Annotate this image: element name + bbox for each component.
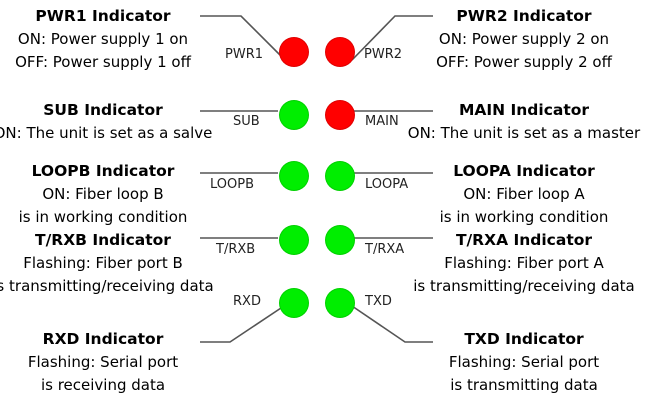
trxb-led	[279, 225, 309, 255]
sub-line-1: ON: The unit is set as a salve	[0, 124, 213, 142]
sub-led	[279, 100, 309, 130]
trxb-led-label: T/RXB	[216, 242, 256, 257]
pwr2-line-2: OFF: Power supply 2 off	[436, 53, 612, 71]
trxa-led	[325, 225, 355, 255]
trxb-description: T/RXB Indicator Flashing: Fiber port B i…	[0, 229, 223, 298]
pwr1-led	[279, 37, 309, 67]
sub-title: SUB Indicator	[43, 101, 163, 119]
txd-title: TXD Indicator	[464, 330, 584, 348]
trxa-line-2: is transmitting/receiving data	[413, 277, 635, 295]
trxa-description: T/RXA Indicator Flashing: Fiber port A i…	[404, 229, 644, 298]
rxd-line-1: Flashing: Serial port	[27, 353, 179, 371]
trxa-title: T/RXA Indicator	[455, 231, 593, 249]
txd-leader-line	[351, 305, 433, 343]
loopb-title: LOOPB Indicator	[31, 162, 175, 180]
loopb-led	[279, 161, 309, 191]
trxb-line-2: is transmitting/receiving data	[0, 277, 214, 295]
rxd-description: RXD Indicator Flashing: Serial port is r…	[0, 328, 223, 397]
main-led-label: MAIN	[365, 114, 399, 129]
pwr2-leader-line	[351, 15, 433, 61]
loopb-description: LOOPB Indicator ON: Fiber loop B is in w…	[0, 160, 223, 229]
loopb-line-2: is in working condition	[18, 208, 188, 226]
pwr1-line-2: OFF: Power supply 1 off	[15, 53, 191, 71]
main-led	[325, 100, 355, 130]
loopa-title: LOOPA Indicator	[453, 162, 595, 180]
loopa-line-2: is in working condition	[439, 208, 609, 226]
txd-description: TXD Indicator Flashing: Serial port is t…	[404, 328, 644, 397]
trxa-line-1: Flashing: Fiber port A	[444, 254, 604, 272]
pwr2-led	[325, 37, 355, 67]
pwr2-description: PWR2 Indicator ON: Power supply 2 on OFF…	[404, 5, 644, 74]
txd-led-label: TXD	[365, 294, 392, 309]
pwr2-led-label: PWR2	[364, 47, 402, 62]
txd-led	[325, 288, 355, 318]
loopa-description: LOOPA Indicator ON: Fiber loop A is in w…	[404, 160, 644, 229]
loopa-line-1: ON: Fiber loop A	[463, 185, 585, 203]
rxd-title: RXD Indicator	[42, 330, 164, 348]
txd-line-2: is transmitting data	[450, 376, 598, 394]
rxd-led	[279, 288, 309, 318]
loopa-led-label: LOOPA	[365, 177, 409, 192]
sub-description: SUB Indicator ON: The unit is set as a s…	[0, 99, 223, 145]
txd-line-1: Flashing: Serial port	[448, 353, 600, 371]
rxd-leader-line	[200, 305, 285, 343]
loopb-led-label: LOOPB	[210, 177, 255, 192]
loopa-led	[325, 161, 355, 191]
pwr1-leader-line	[200, 15, 286, 61]
pwr2-title: PWR2 Indicator	[456, 7, 592, 25]
pwr1-led-label: PWR1	[225, 47, 263, 62]
main-description: MAIN Indicator ON: The unit is set as a …	[404, 99, 644, 145]
trxa-led-label: T/RXA	[365, 242, 405, 257]
rxd-line-2: is receiving data	[40, 376, 166, 394]
rxd-led-label: RXD	[233, 294, 261, 309]
pwr1-description: PWR1 Indicator ON: Power supply 1 on OFF…	[0, 5, 223, 74]
main-title: MAIN Indicator	[458, 101, 590, 119]
pwr1-title: PWR1 Indicator	[35, 7, 171, 25]
trxb-line-1: Flashing: Fiber port B	[23, 254, 183, 272]
pwr1-line-1: ON: Power supply 1 on	[17, 30, 189, 48]
sub-led-label: SUB	[233, 114, 260, 129]
pwr2-line-1: ON: Power supply 2 on	[438, 30, 610, 48]
main-line-1: ON: The unit is set as a master	[407, 124, 641, 142]
loopb-line-1: ON: Fiber loop B	[42, 185, 164, 203]
trxb-title: T/RXB Indicator	[35, 231, 171, 249]
